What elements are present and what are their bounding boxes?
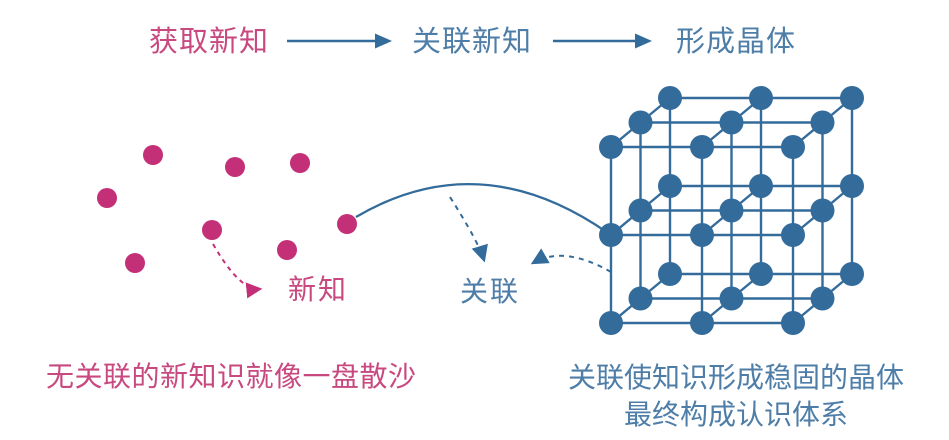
lattice-node <box>599 311 623 335</box>
lattice-node <box>840 86 864 110</box>
lattice-node <box>781 223 805 247</box>
lattice-node <box>719 198 744 223</box>
lattice-node <box>810 198 835 223</box>
crystal-caption-line1: 关联使知识形成稳固的晶体 <box>567 362 904 393</box>
header-step-acquire: 获取新知 <box>149 26 270 58</box>
crystal-caption-line2: 最终构成认识体系 <box>623 399 848 430</box>
lattice-node <box>719 286 744 311</box>
dashed-arrow-down-icon <box>449 196 488 263</box>
lattice-node <box>840 174 864 198</box>
lattice-node <box>628 286 653 311</box>
lattice-node <box>781 311 805 335</box>
flow-arrow-2-head-icon <box>635 33 652 49</box>
dashed-arrow-left-icon <box>530 248 612 273</box>
lattice-node <box>749 262 773 286</box>
flow-arrow-1 <box>287 33 392 49</box>
header-step-connect: 关联新知 <box>412 26 533 58</box>
lattice-node <box>658 174 682 198</box>
lattice-node <box>749 86 773 110</box>
link-curve <box>355 183 609 234</box>
new-knowledge-arrow-icon <box>212 243 263 299</box>
scatter-dot <box>290 153 310 173</box>
lattice-node <box>658 262 682 286</box>
crystal-lattice-nodes <box>599 86 864 335</box>
scatter-dot <box>125 253 145 273</box>
header-step-crystallize: 形成晶体 <box>676 26 797 58</box>
lattice-node <box>690 223 714 247</box>
lattice-node <box>810 110 835 135</box>
flow-arrow-2 <box>553 33 652 49</box>
scatter-dot <box>337 214 357 234</box>
lattice-node <box>599 135 623 159</box>
lattice-node <box>719 110 744 135</box>
crystal-caption: 关联使知识形成稳固的晶体 最终构成认识体系 <box>560 359 912 433</box>
lattice-node <box>810 286 835 311</box>
lattice-node <box>599 223 623 247</box>
lattice-node <box>628 198 653 223</box>
connection-label: 关联 <box>460 276 521 307</box>
lattice-node <box>658 86 682 110</box>
new-knowledge-label: 新知 <box>288 274 349 305</box>
lattice-node <box>690 135 714 159</box>
lattice-node <box>749 174 773 198</box>
scatter-dot <box>202 220 222 240</box>
flow-arrow-1-head-icon <box>375 33 392 49</box>
lattice-node <box>690 311 714 335</box>
scatter-dot <box>277 240 297 260</box>
scatter-dot <box>143 145 163 165</box>
scatter-dot <box>97 188 117 208</box>
scatter-dots-group <box>97 145 357 273</box>
lattice-node <box>628 110 653 135</box>
lattice-node <box>781 135 805 159</box>
scatter-dot <box>225 157 245 177</box>
lattice-node <box>840 262 864 286</box>
scatter-caption: 无关联的新知识就像一盘散沙 <box>46 361 417 392</box>
